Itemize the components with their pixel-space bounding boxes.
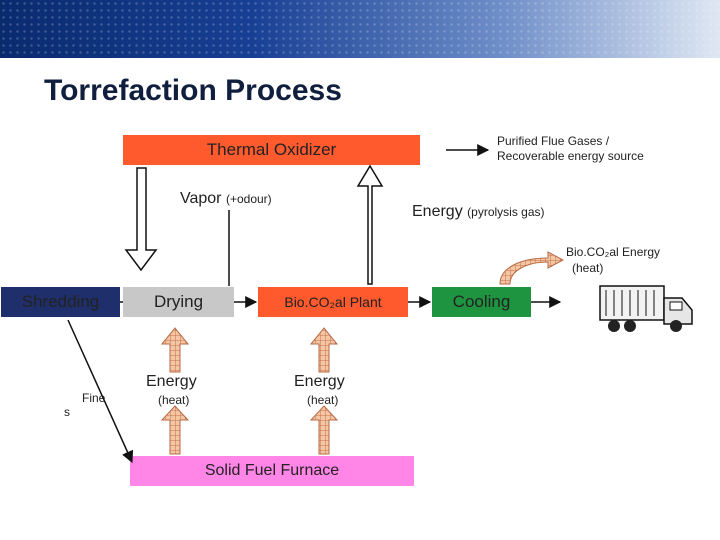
energy-up-arrow bbox=[356, 164, 384, 285]
energy-plant-note: (heat) bbox=[307, 393, 339, 407]
drying-box: Drying bbox=[123, 287, 234, 317]
energy-drying-note: (heat) bbox=[158, 393, 190, 407]
header-banner bbox=[0, 0, 720, 58]
energy-drying-label: Energy bbox=[146, 373, 197, 390]
fines-arrow bbox=[67, 319, 134, 464]
solid-fuel-furnace-box: Solid Fuel Furnace bbox=[130, 456, 414, 486]
overlap-energy-label: Bio.CO₂al Energy bbox=[566, 245, 661, 259]
slide-title: Torrefaction Process bbox=[44, 74, 342, 107]
energy-plant-up-arrow bbox=[309, 327, 339, 373]
energy-drying-up-arrow bbox=[160, 327, 190, 373]
fines-line2: s bbox=[64, 405, 70, 419]
legend-text: Purified Flue Gases / Recoverable energy… bbox=[497, 134, 644, 164]
vapor-label: Vapor (+odour) bbox=[180, 190, 272, 208]
legend-text-line1: Purified Flue Gases / bbox=[497, 134, 610, 148]
thermal-oxidizer-label: Thermal Oxidizer bbox=[206, 140, 337, 159]
fines-line1: Fine bbox=[82, 391, 106, 405]
plant-label: Bio.CO₂al Plant bbox=[284, 294, 382, 310]
drying-label: Drying bbox=[153, 292, 204, 311]
cooling-heat-arrow bbox=[499, 251, 565, 285]
vapor-text: Vapor bbox=[180, 190, 222, 207]
energy-plant-label: Energy bbox=[294, 373, 345, 390]
plant-box: Bio.CO₂al Plant bbox=[258, 287, 408, 317]
legend-text-line2: Recoverable energy source bbox=[497, 149, 644, 163]
furnace-plant-up-arrow bbox=[309, 405, 339, 455]
vapor-down-arrow bbox=[124, 167, 158, 272]
furnace-drying-up-arrow bbox=[160, 405, 190, 455]
shredding-box: Shredding bbox=[1, 287, 120, 317]
thermal-oxidizer-box: Thermal Oxidizer bbox=[123, 135, 420, 165]
energy-pyrolysis-label: Energy (pyrolysis gas) bbox=[412, 203, 545, 221]
dump-truck-icon bbox=[599, 285, 693, 332]
energy-top-note: (pyrolysis gas) bbox=[467, 205, 545, 219]
overlap-energy-note: (heat) bbox=[572, 261, 604, 275]
furnace-label: Solid Fuel Furnace bbox=[204, 462, 340, 479]
cooling-box: Cooling bbox=[432, 287, 531, 317]
shredding-label: Shredding bbox=[21, 292, 100, 311]
vapor-note: (+odour) bbox=[225, 192, 272, 206]
cooling-label: Cooling bbox=[452, 292, 511, 311]
energy-top-text: Energy bbox=[412, 203, 463, 220]
